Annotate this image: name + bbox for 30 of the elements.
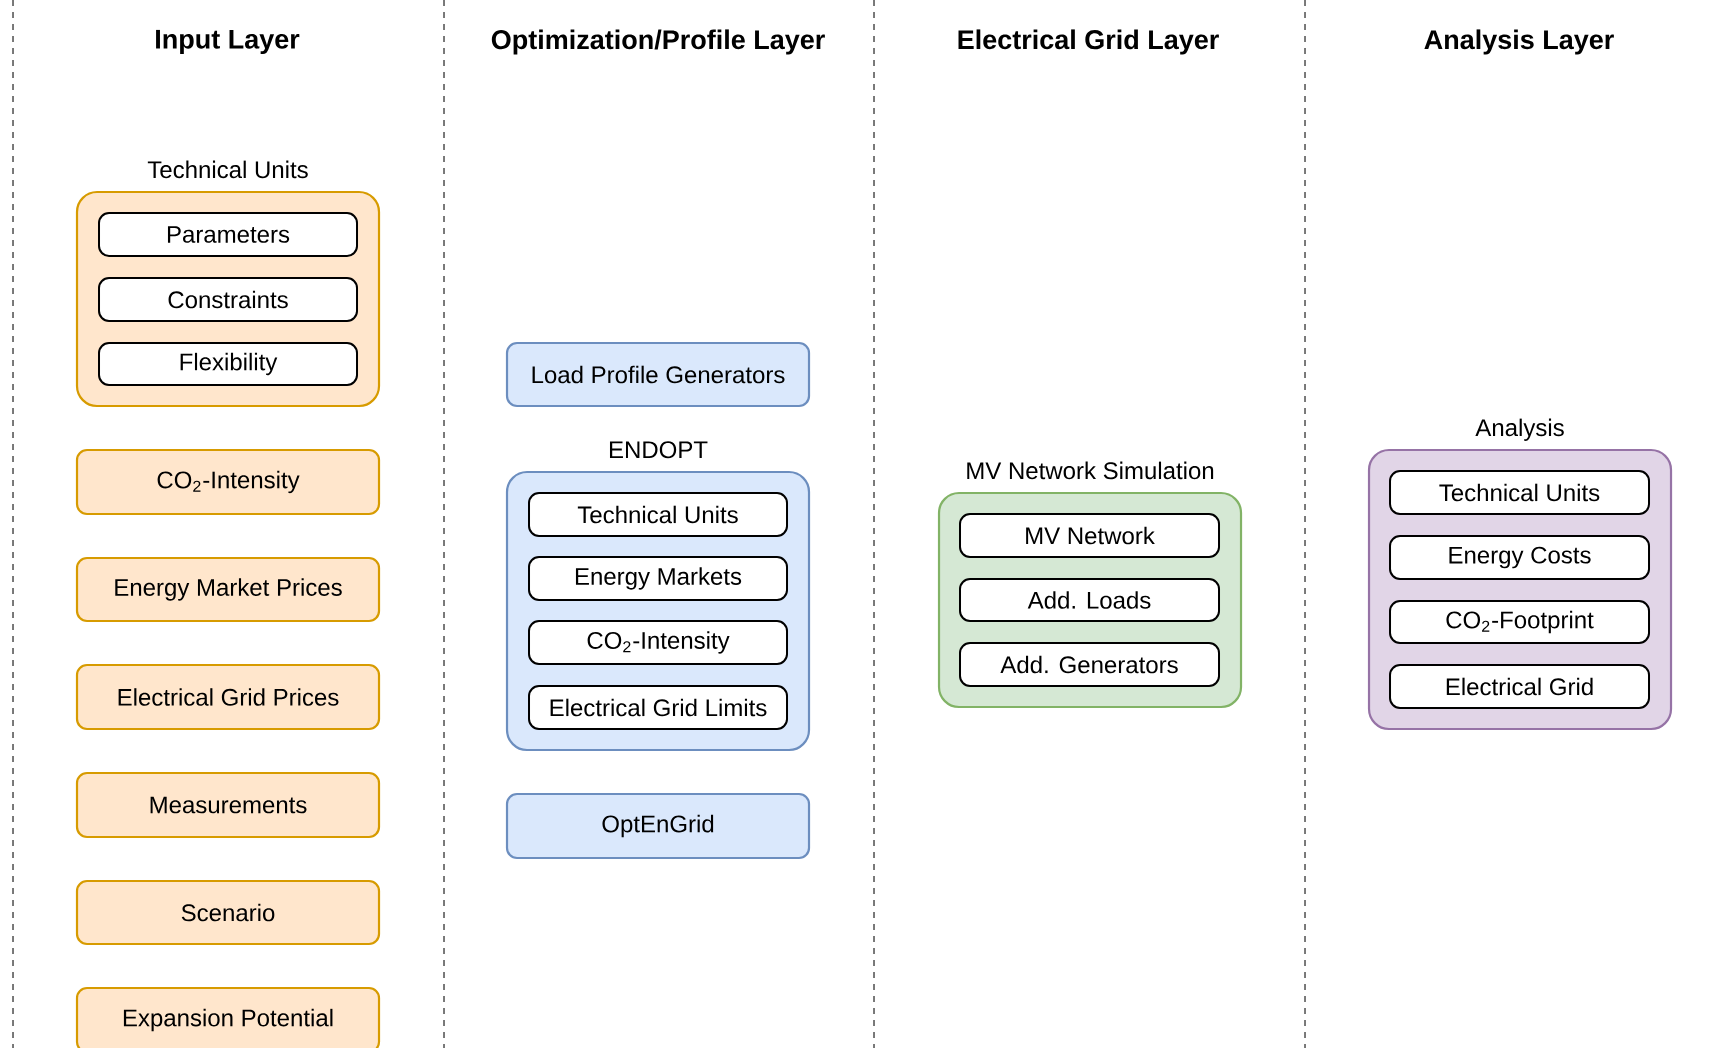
item-box: Add. Generators: [959, 642, 1220, 687]
item-box: CO$_{2}$-Intensity: [528, 620, 788, 665]
process-box: CO$_{2}$-Intensity: [75, 448, 381, 516]
layer-heading: Analysis Layer: [1424, 29, 1614, 55]
process-box: Measurements: [75, 771, 381, 839]
item-box: Electrical Grid: [1389, 664, 1650, 709]
process-box: Scenario: [75, 879, 381, 946]
node-label: Analysis: [1475, 418, 1564, 441]
item-box: Flexibility: [98, 342, 358, 386]
item-box: Add. Loads: [959, 578, 1220, 622]
item-box: MV Network: [959, 513, 1220, 558]
node-label: ENDOPT: [609, 441, 708, 459]
layer-heading: Electrical Grid Layer: [958, 29, 1219, 55]
process-box: Electrical Grid Prices: [75, 663, 381, 731]
process-box: Expansion Potential: [75, 986, 381, 1048]
item-box: Constraints: [98, 277, 358, 322]
item-box: CO$_{2}$-Footprint: [1389, 600, 1650, 644]
process-box: Load Profile Generators: [505, 341, 811, 408]
layer-heading: Optimization/Profile Layer: [491, 29, 825, 55]
item-box: Technical Units: [1389, 470, 1650, 515]
item-box: Electrical Grid Limits: [528, 685, 788, 730]
process-box: Energy Market Prices: [75, 556, 381, 623]
process-box: OptEnGrid: [505, 792, 811, 860]
node-label: Technical Units: [147, 160, 308, 179]
item-box: Energy Markets: [528, 556, 788, 601]
item-box: Parameters: [98, 212, 358, 257]
layer-heading: Input Layer: [156, 29, 300, 55]
item-box: Technical Units: [528, 492, 788, 537]
item-box: Energy Costs: [1389, 535, 1650, 580]
node-label: MV Network Simulation: [967, 461, 1214, 480]
